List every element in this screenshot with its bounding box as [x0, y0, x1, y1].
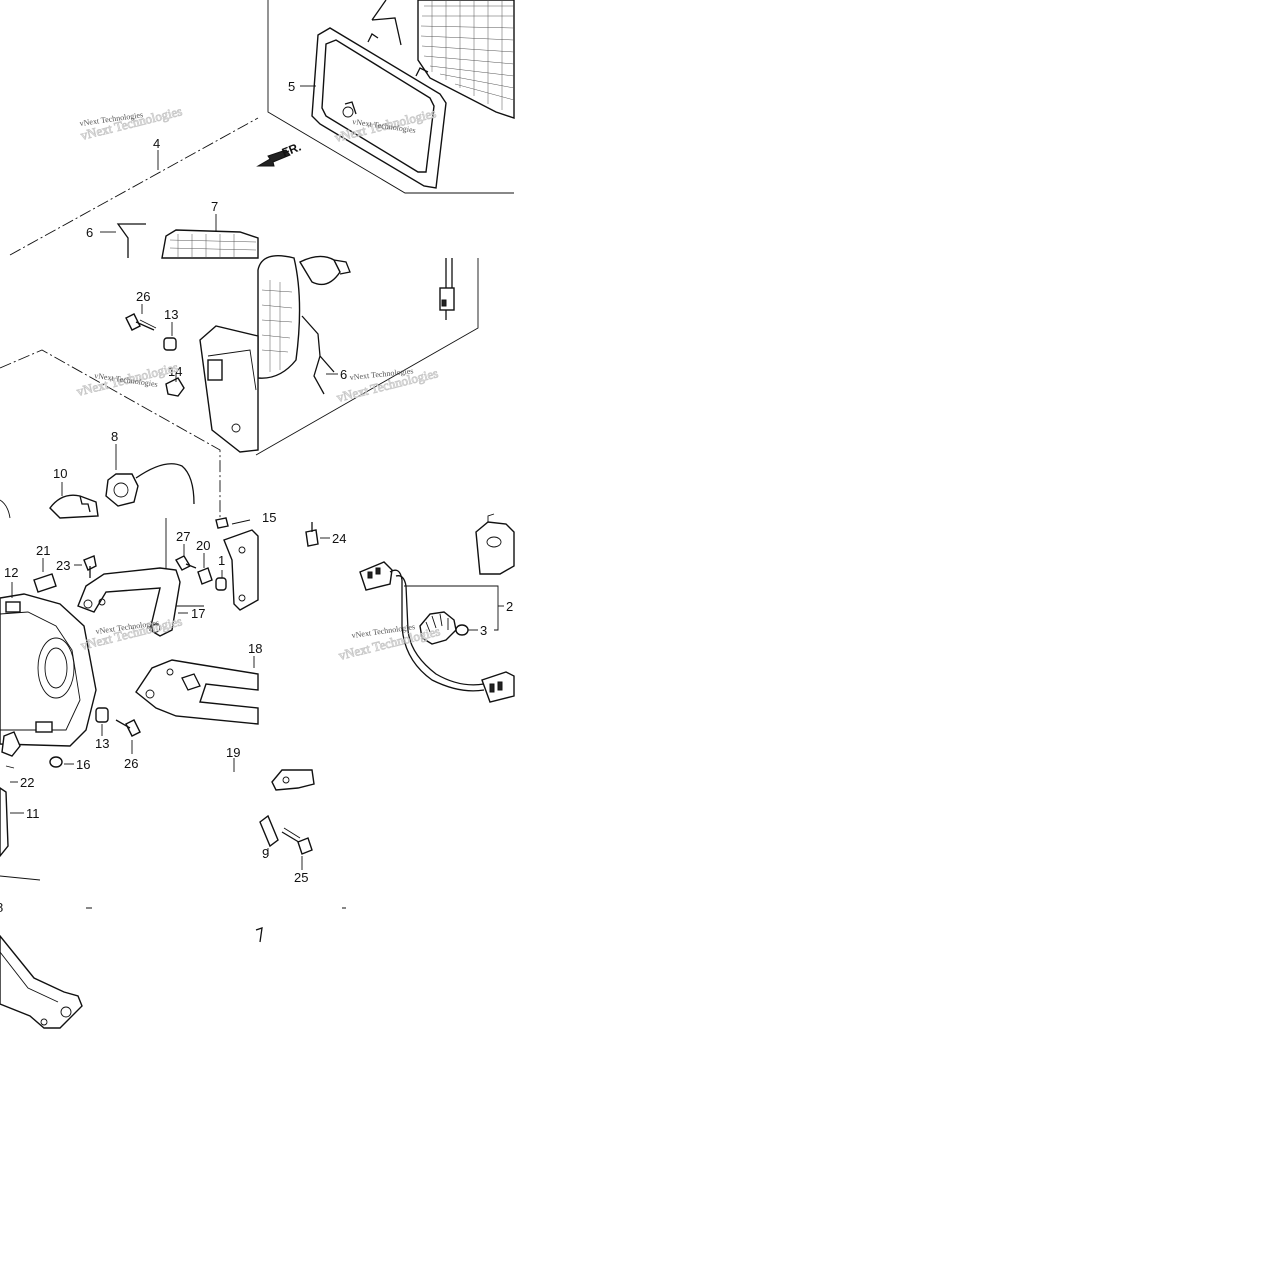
callout-11: 11 — [26, 806, 40, 821]
headlight-case-assembly: 15 1 27 20 17 21 23 — [0, 510, 276, 881]
callout-26b: 26 — [124, 756, 138, 771]
callout-13b: 13 — [95, 736, 109, 751]
headlight-unit-assembly: 4 6 7 6 — [9, 117, 479, 456]
front-direction-arrow: FR. — [256, 140, 303, 167]
callout-7: 7 — [211, 199, 218, 214]
callout-13a: 13 — [164, 307, 178, 322]
callout-6a: 6 — [86, 225, 93, 240]
callout-17: 17 — [191, 606, 205, 621]
callout-20: 20 — [196, 538, 210, 553]
headlight-bracket-assembly: 18 19 9 25 — [86, 641, 346, 943]
callout-6b: 6 — [340, 367, 347, 382]
callout-8: 8 — [111, 429, 118, 444]
callout-27: 27 — [176, 529, 190, 544]
callout-24: 24 — [332, 531, 346, 546]
wire-harness-assembly: 24 3 2 — [305, 513, 515, 703]
callout-21: 21 — [36, 543, 50, 558]
headlight-rim — [311, 27, 447, 189]
bolt-26-upper — [125, 313, 157, 331]
lower-mount-bracket: 8 — [0, 900, 83, 1029]
callout-12: 12 — [4, 565, 18, 580]
callout-9: 9 — [262, 846, 269, 861]
callout-22: 22 — [20, 775, 34, 790]
callout-10: 10 — [53, 466, 67, 481]
callout-3: 3 — [480, 623, 487, 638]
callout-15: 15 — [262, 510, 276, 525]
lamp-lens — [417, 0, 515, 119]
callout-14: 14 — [168, 364, 182, 379]
callout-19: 19 — [226, 745, 240, 760]
callout-16: 16 — [76, 757, 90, 772]
watermark-large: vNext Technologies — [79, 613, 183, 653]
callout-5: 5 — [288, 79, 295, 94]
callout-1: 1 — [218, 553, 225, 568]
callout-4: 4 — [153, 136, 160, 151]
callout-8b: 8 — [0, 900, 3, 915]
direction-label: FR. — [280, 140, 303, 160]
callout-25: 25 — [294, 870, 308, 885]
lamp-lens-assembly: 5 — [267, 0, 515, 194]
callout-18: 18 — [248, 641, 262, 656]
callout-23: 23 — [56, 558, 70, 573]
callout-26a: 26 — [136, 289, 150, 304]
bulb-socket-assembly: 8 10 — [0, 349, 221, 519]
callout-2: 2 — [506, 599, 513, 614]
